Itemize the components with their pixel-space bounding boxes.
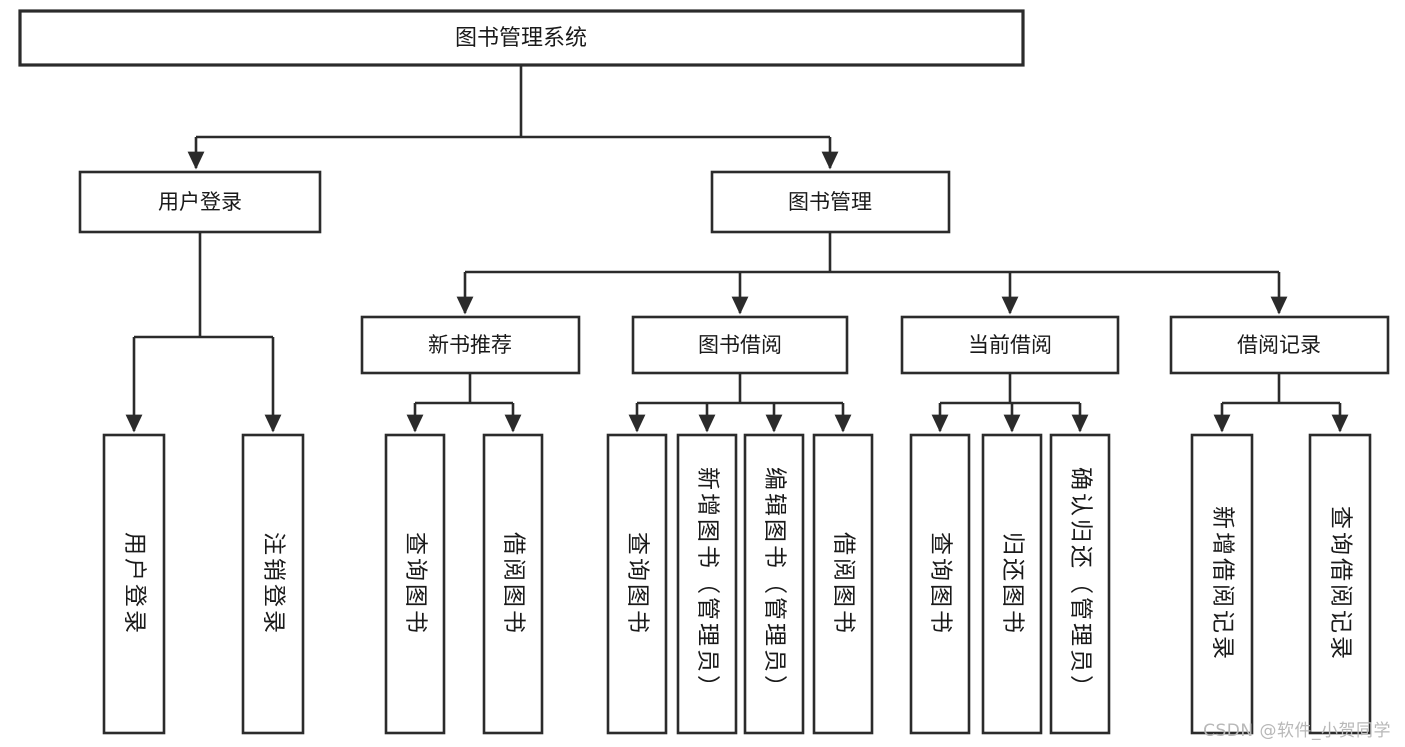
leaf-add-borrow-record-box[interactable] (1190, 433, 1254, 735)
leaf-borrow-book-newbook[interactable]: 借阅图书 (482, 433, 544, 735)
leaf-return-book-box[interactable] (981, 433, 1043, 735)
node-current-borrow[interactable]: 当前借阅 (900, 315, 1120, 375)
leaf-return-book-label: 归还图书 (1000, 532, 1026, 636)
node-book-borrow-label: 图书借阅 (698, 333, 782, 357)
leaf-add-borrow-record[interactable]: 新增借阅记录 (1190, 433, 1254, 735)
node-root-system-label: 图书管理系统 (455, 26, 587, 51)
leaf-logout-label: 注销登录 (261, 532, 287, 636)
node-new-book-recommend-label: 新书推荐 (428, 333, 512, 357)
node-user-login-label: 用户登录 (158, 190, 242, 214)
node-root-system-box[interactable] (18, 9, 1025, 67)
leaf-query-book-current-label: 查询图书 (928, 532, 954, 636)
node-book-borrow[interactable]: 图书借阅 (631, 315, 849, 375)
leaf-user-login-box[interactable] (102, 433, 166, 735)
node-current-borrow-box[interactable] (900, 315, 1120, 375)
leaf-query-book-current[interactable]: 查询图书 (909, 433, 971, 735)
leaf-query-borrow-record[interactable]: 查询借阅记录 (1308, 433, 1372, 735)
leaf-user-login[interactable]: 用户登录 (102, 433, 166, 735)
node-user-login-box[interactable] (78, 170, 322, 234)
leaf-edit-book-admin-label: 编辑图书（管理员） (762, 467, 788, 701)
leaf-query-book-newbook[interactable]: 查询图书 (384, 433, 446, 735)
leaf-logout-box[interactable] (241, 433, 305, 735)
node-borrow-record-label: 借阅记录 (1237, 333, 1321, 357)
leaf-logout[interactable]: 注销登录 (241, 433, 305, 735)
node-book-management[interactable]: 图书管理 (710, 170, 951, 234)
node-current-borrow-label: 当前借阅 (968, 333, 1052, 357)
leaf-add-borrow-record-label: 新增借阅记录 (1210, 506, 1236, 662)
leaf-edit-book-admin[interactable]: 编辑图书（管理员） (743, 433, 805, 735)
node-book-management-label: 图书管理 (788, 190, 872, 214)
node-root-system[interactable]: 图书管理系统 (18, 9, 1025, 67)
leaf-confirm-return-admin-label: 确认归还（管理员） (1068, 467, 1094, 701)
leaf-query-book-borrow[interactable]: 查询图书 (606, 433, 668, 735)
leaf-confirm-return-admin-box[interactable] (1049, 433, 1111, 735)
leaf-query-borrow-record-label: 查询借阅记录 (1328, 506, 1354, 662)
leaf-query-book-newbook-box[interactable] (384, 433, 446, 735)
node-book-management-box[interactable] (710, 170, 951, 234)
leaf-confirm-return-admin[interactable]: 确认归还（管理员） (1049, 433, 1111, 735)
leaf-query-book-current-box[interactable] (909, 433, 971, 735)
leaf-borrow-book-borrow-box[interactable] (812, 433, 874, 735)
node-new-book-recommend[interactable]: 新书推荐 (360, 315, 581, 375)
leaf-return-book[interactable]: 归还图书 (981, 433, 1043, 735)
node-borrow-record[interactable]: 借阅记录 (1169, 315, 1390, 375)
leaf-borrow-book-borrow[interactable]: 借阅图书 (812, 433, 874, 735)
node-new-book-recommend-box[interactable] (360, 315, 581, 375)
node-borrow-record-box[interactable] (1169, 315, 1390, 375)
leaf-borrow-book-newbook-box[interactable] (482, 433, 544, 735)
leaf-query-book-borrow-box[interactable] (606, 433, 668, 735)
leaf-query-book-borrow-label: 查询图书 (625, 532, 651, 636)
node-book-borrow-box[interactable] (631, 315, 849, 375)
leaf-borrow-book-borrow-label: 借阅图书 (831, 532, 857, 636)
node-user-login[interactable]: 用户登录 (78, 170, 322, 234)
leaf-add-book-admin-box[interactable] (676, 433, 738, 735)
leaf-add-book-admin-label: 新增图书（管理员） (695, 467, 721, 701)
leaf-query-borrow-record-box[interactable] (1308, 433, 1372, 735)
leaf-borrow-book-newbook-label: 借阅图书 (501, 532, 527, 636)
leaf-query-book-newbook-label: 查询图书 (403, 532, 429, 636)
leaf-edit-book-admin-box[interactable] (743, 433, 805, 735)
connector-group (125, 65, 1349, 433)
leaf-add-book-admin[interactable]: 新增图书（管理员） (676, 433, 738, 735)
leaf-user-login-label: 用户登录 (122, 532, 148, 636)
